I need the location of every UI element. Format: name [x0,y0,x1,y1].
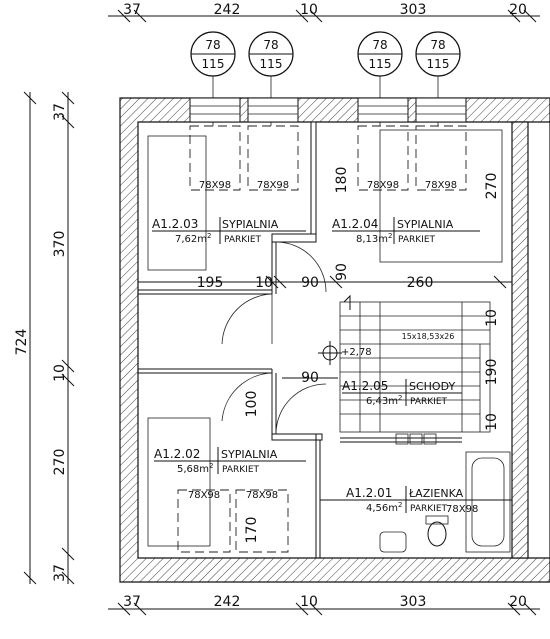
room-name: SYPIALNIA [221,448,278,461]
dim-bottom-2: 242 [214,594,241,610]
dim-vertical-8: 170 [244,517,260,544]
dim-interior-1: 195 [197,275,224,291]
door-swing-icon [221,293,273,345]
room-area: 7,62m2 [175,232,211,245]
dim-overall-height: 724 [14,329,30,356]
window-4-height: 115 [427,57,450,71]
room-name: SCHODY [409,380,455,393]
area-unit-superscript: 2 [388,232,392,240]
furniture-label-7: 78X98 [446,504,478,515]
furniture-label-2: 78X98 [257,180,289,191]
window-4-width: 78 [430,38,445,52]
room-label-a1-2-01: A1.2.01 ŁAZIENKA 4,56m2 PARKIET 78X98 [346,486,478,515]
dim-vertical-3: 270 [484,173,500,200]
furniture-label-3: 78X98 [367,180,399,191]
room-floor: PARKIET [224,235,262,245]
room-label-a1-2-05: A1.2.05 SCHODY 6,43m2 PARKIET [342,379,462,407]
room-name: SYPIALNIA [222,218,279,231]
room-area: 5,68m2 [177,462,213,475]
room-number: A1.2.01 [346,486,392,500]
door-swing-icon [275,241,327,293]
window-tag-icon: 78 115 [415,31,461,126]
room-area: 6,43m2 [366,394,402,407]
dim-bottom-1: 37 [123,594,141,610]
level-marker-icon: +2,78 [318,341,372,365]
room-label-a1-2-02: A1.2.02 SYPIALNIA 5,68m2 PARKIET [154,447,306,475]
room-name: SYPIALNIA [397,218,454,231]
stairs: 15x18,53x26 [339,294,491,445]
window-tag-icon: 78 115 [357,31,403,126]
window-tag-icon: 78 115 [248,31,294,126]
room-label-a1-2-03: A1.2.03 SYPIALNIA 7,62m2 PARKIET [152,217,306,245]
dim-vertical-5: 190 [484,359,500,386]
dim-vertical-7: 100 [244,391,260,418]
dim-left-1: 37 [52,103,68,121]
dim-hall-width: 90 [301,370,319,386]
dim-interior-4: 260 [407,275,434,291]
furniture: 78X98 78X98 78X98 78X98 78X98 78X98 [147,125,503,553]
room-label-a1-2-04: A1.2.04 SYPIALNIA 8,13m2 PARKIET [332,217,480,245]
dim-bottom-5: 20 [509,594,527,610]
washbasin-icon [379,531,407,553]
room-area: 8,13m2 [356,232,392,245]
dim-top-1: 37 [123,2,141,18]
room-number: A1.2.04 [332,217,378,231]
window-1-width: 78 [205,38,220,52]
left-dimension-lines: 724 37 370 10 270 37 [14,91,75,585]
furniture-label-4: 78X98 [425,180,457,191]
dim-vertical-1: 180 [334,167,350,194]
room-floor: PARKIET [410,397,448,407]
dim-left-3: 10 [52,364,68,382]
level-mark: +2,78 [341,347,372,358]
furniture-label-6: 78X98 [246,490,278,501]
window-2-width: 78 [263,38,278,52]
area-unit-superscript: 2 [207,232,211,240]
dim-left-5: 37 [52,564,68,582]
window-3-height: 115 [369,57,392,71]
dim-interior-2: 10 [255,275,273,291]
window-2-height: 115 [260,57,283,71]
window-1-height: 115 [202,57,225,71]
door-swing-icon [221,372,273,422]
dim-top-5: 20 [509,2,527,18]
dim-top-3: 10 [300,2,318,18]
dim-left-4: 270 [52,449,68,476]
area-unit-superscript: 2 [398,501,402,509]
window-3-width: 78 [372,38,387,52]
furniture-label-5: 78X98 [188,490,220,501]
furniture-label-1: 78X98 [199,180,231,191]
window-tags: 78 115 78 115 78 115 78 115 [190,31,461,126]
door-swing-icon [275,383,327,435]
area-unit-superscript: 2 [398,394,402,402]
room-area: 4,56m2 [366,501,402,514]
room-name: ŁAZIENKA [408,487,464,500]
dim-left-2: 370 [52,231,68,258]
dim-vertical-2: 90 [334,263,350,281]
interior-dimensions: 195 10 90 260 90 180 90 270 10 190 10 10… [138,167,512,544]
dim-bottom-3: 10 [300,594,318,610]
area-unit-superscript: 2 [209,462,213,470]
dim-bottom-4: 303 [400,594,427,610]
room-number: A1.2.03 [152,217,198,231]
dim-interior-3: 90 [301,275,319,291]
bathtub-icon [465,451,511,553]
bottom-dimension-line: 37 242 10 303 20 [108,594,540,616]
dim-top-2: 242 [214,2,241,18]
top-dimension-line: 37 242 10 303 20 [108,2,540,23]
room-floor: PARKIET [398,235,436,245]
dim-top-4: 303 [400,2,427,18]
toilet-icon [425,515,449,547]
stairs-spec: 15x18,53x26 [402,332,455,341]
walls [119,97,550,583]
dim-vertical-4: 10 [484,309,500,327]
dim-vertical-6: 10 [484,413,500,431]
room-floor: PARKIET [222,465,260,475]
room-number: A1.2.02 [154,447,200,461]
room-number: A1.2.05 [342,379,388,393]
room-floor: PARKIET [410,504,448,514]
